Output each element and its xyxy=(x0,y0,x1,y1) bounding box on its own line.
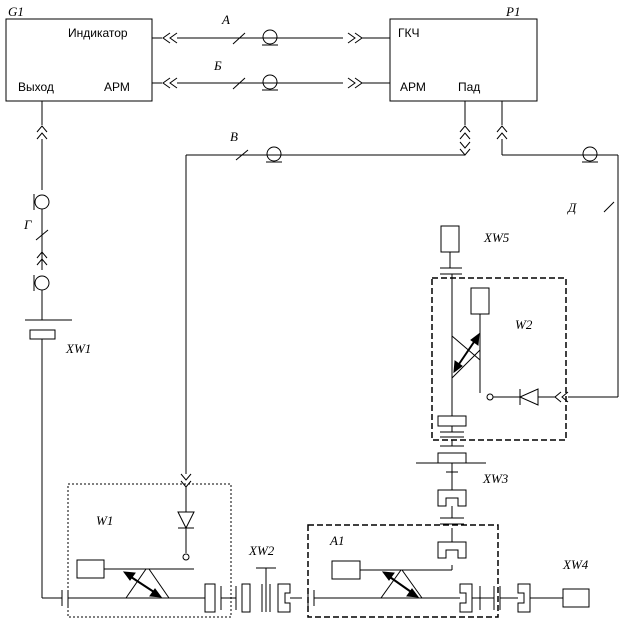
p1-arm-label: АРМ xyxy=(400,80,426,94)
xw1-label: XW1 xyxy=(65,341,91,356)
p1-gkch-label: ГКЧ xyxy=(398,26,420,40)
main-transmission-line xyxy=(42,590,205,606)
device-g1: G1 Индикатор Выход АРМ xyxy=(5,4,153,102)
g1-indicator-label: Индикатор xyxy=(68,26,128,40)
connector-xw3: XW3 xyxy=(416,440,509,525)
device-p1-ref: P1 xyxy=(505,4,520,19)
cable-v: В xyxy=(180,101,471,488)
device-a1: A1 xyxy=(307,524,499,618)
connector-xw2: XW2 xyxy=(221,543,302,613)
g1-arm-label: АРМ xyxy=(104,80,130,94)
coupler-w2: W2 xyxy=(431,277,567,441)
connector-xw4: XW4 xyxy=(499,557,590,613)
device-p1-box xyxy=(389,18,538,102)
a1-label: A1 xyxy=(329,533,344,548)
w1-label: W1 xyxy=(96,513,113,528)
p1-pad-label: Пад xyxy=(458,80,480,94)
w2-boundary xyxy=(431,277,567,441)
cable-a: А xyxy=(152,12,390,46)
cable-d: Д xyxy=(496,101,619,403)
cable-a-label: А xyxy=(221,12,230,27)
coupler-w1: W1 xyxy=(67,483,232,618)
xw2-label: XW2 xyxy=(248,543,275,558)
xw3-label: XW3 xyxy=(482,471,509,486)
device-g1-box xyxy=(5,18,153,102)
connector-xw1: XW1 xyxy=(25,308,91,598)
xw5-label: XW5 xyxy=(483,230,510,245)
device-g1-ref: G1 xyxy=(8,4,24,19)
cable-b: Б xyxy=(152,58,390,91)
cable-b-label: Б xyxy=(213,58,222,73)
connector-xw5: XW5 xyxy=(440,225,510,282)
device-p1: P1 ГКЧ АРМ Пад xyxy=(389,4,538,102)
cable-d-label: Д xyxy=(566,200,577,215)
cable-g-label: Г xyxy=(23,217,32,232)
cable-g: Г xyxy=(23,101,50,320)
w1-boundary xyxy=(67,483,232,618)
a1-boundary xyxy=(307,524,499,618)
w2-label: W2 xyxy=(515,317,533,332)
g1-output-label: Выход xyxy=(18,80,54,94)
xw4-label: XW4 xyxy=(562,557,589,572)
cable-v-label: В xyxy=(230,129,238,144)
